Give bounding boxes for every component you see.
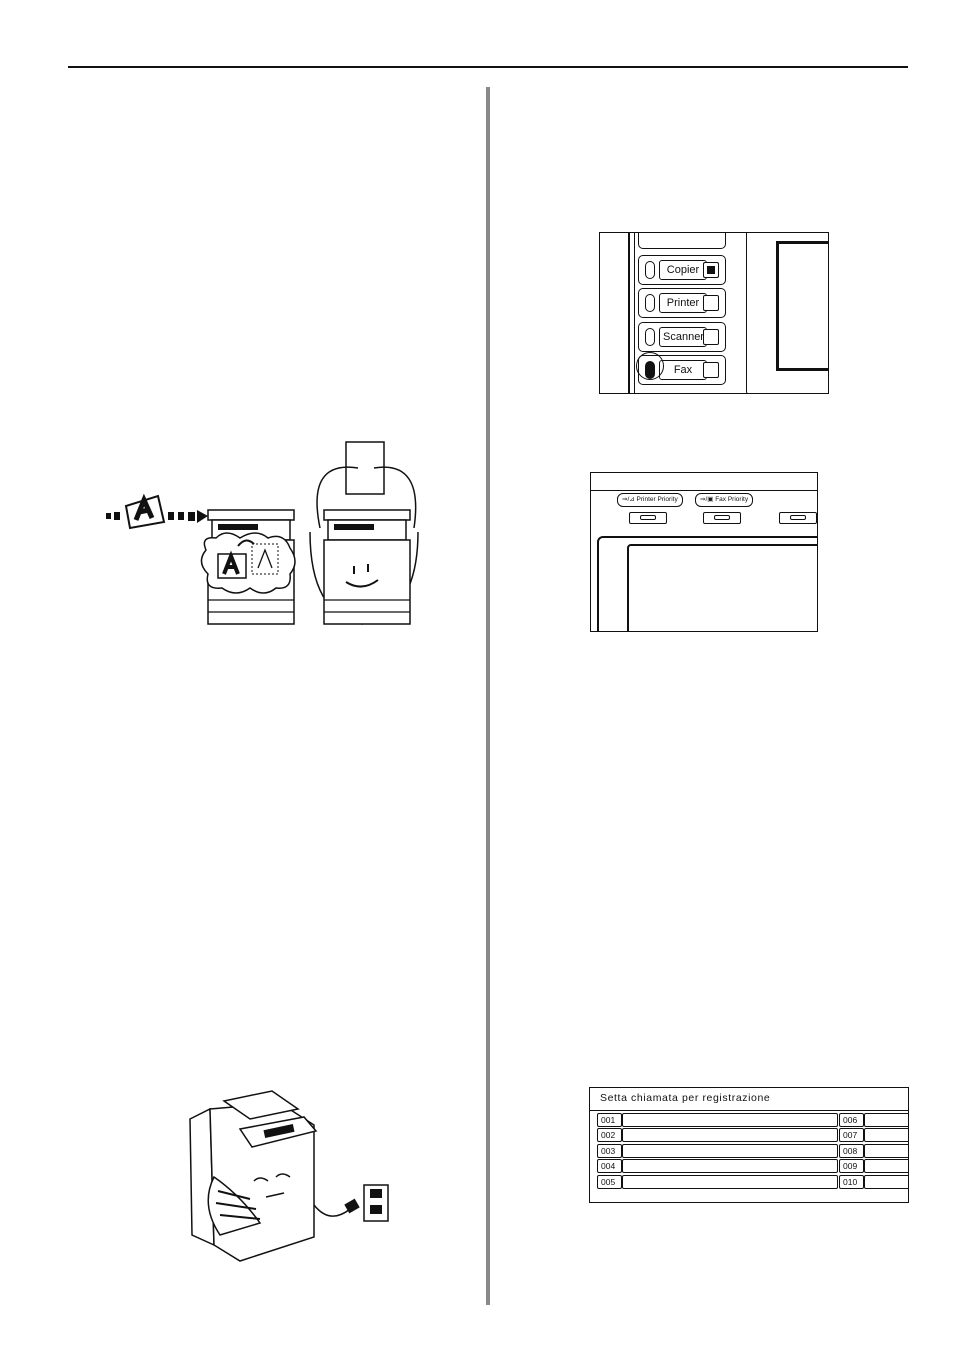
- copier-key[interactable]: Copier: [638, 255, 726, 285]
- slot-number[interactable]: 006: [839, 1113, 864, 1127]
- fax-priority-label: Fax Priority: [715, 496, 749, 503]
- printer-priority-button[interactable]: [629, 512, 667, 524]
- copy-workflow-illustration: A: [100, 440, 430, 630]
- copier-led: [645, 261, 655, 279]
- touch-screen: [776, 241, 828, 371]
- scanner-key-label: Scanner: [659, 327, 707, 347]
- panel-rail: [634, 233, 635, 393]
- slot-field[interactable]: [622, 1175, 838, 1189]
- slot-field[interactable]: [864, 1128, 908, 1142]
- slot-number[interactable]: 010: [839, 1175, 864, 1189]
- scanner-key[interactable]: Scanner: [638, 322, 726, 352]
- touch-screen: [627, 544, 817, 631]
- copier-key-label: Copier: [659, 260, 707, 280]
- strip-edge: [591, 490, 817, 491]
- slot-number[interactable]: 004: [597, 1159, 622, 1173]
- printer-led: [645, 294, 655, 312]
- slot-number[interactable]: 009: [839, 1159, 864, 1173]
- printer-priority-icon: ⇒/⊿: [622, 496, 637, 503]
- panel-rail: [628, 233, 630, 393]
- slot-field[interactable]: [864, 1159, 908, 1173]
- copier-icon: [703, 262, 719, 278]
- power-plug-illustration: [180, 1085, 400, 1270]
- printer-icon: [703, 295, 719, 311]
- slot-number[interactable]: 007: [839, 1128, 864, 1142]
- slot-field[interactable]: [622, 1113, 838, 1127]
- control-panel-illustration: Copier Printer Scanner Fax: [599, 232, 829, 394]
- column-divider: [486, 87, 490, 1305]
- screen-bezel: [597, 536, 817, 631]
- header-rule: [68, 66, 908, 68]
- slot-number[interactable]: 005: [597, 1175, 622, 1189]
- fax-priority-icon: ⇒/▣: [700, 496, 716, 503]
- slot-field[interactable]: [622, 1159, 838, 1173]
- slot-field[interactable]: [622, 1144, 838, 1158]
- title-divider: [590, 1110, 908, 1111]
- slot-number[interactable]: 001: [597, 1113, 622, 1127]
- printer-key[interactable]: Printer: [638, 288, 726, 318]
- printer-key-label: Printer: [659, 293, 707, 313]
- slot-number[interactable]: 008: [839, 1144, 864, 1158]
- fax-highlight-ring: [636, 352, 664, 380]
- fax-icon: [703, 362, 719, 378]
- slot-field[interactable]: [622, 1128, 838, 1142]
- slot-number[interactable]: 003: [597, 1144, 622, 1158]
- scanner-led: [645, 328, 655, 346]
- fax-priority-button[interactable]: [703, 512, 741, 524]
- fax-priority-tab: ⇒/▣ Fax Priority: [695, 493, 754, 507]
- slot-field[interactable]: [864, 1175, 908, 1189]
- registration-list-screen: Setta chiamata per registrazione 001 006…: [589, 1087, 909, 1203]
- third-priority-button[interactable]: [779, 512, 817, 524]
- slot-field[interactable]: [864, 1113, 908, 1127]
- fax-key-label: Fax: [659, 360, 707, 380]
- registration-title: Setta chiamata per registrazione: [600, 1092, 771, 1104]
- slot-field[interactable]: [864, 1144, 908, 1158]
- scanner-icon: [703, 329, 719, 345]
- panel-screen-frame: [746, 233, 828, 393]
- printer-priority-tab: ⇒/⊿ Printer Priority: [617, 493, 683, 507]
- power-plug-drawing: [180, 1085, 400, 1270]
- printer-priority-label: Printer Priority: [636, 496, 678, 503]
- panel-top-key: [638, 233, 726, 249]
- slot-number[interactable]: 002: [597, 1128, 622, 1142]
- priority-panel-illustration: ⇒/⊿ Printer Priority ⇒/▣ Fax Priority: [590, 472, 818, 632]
- copy-workflow-drawing: [106, 440, 430, 630]
